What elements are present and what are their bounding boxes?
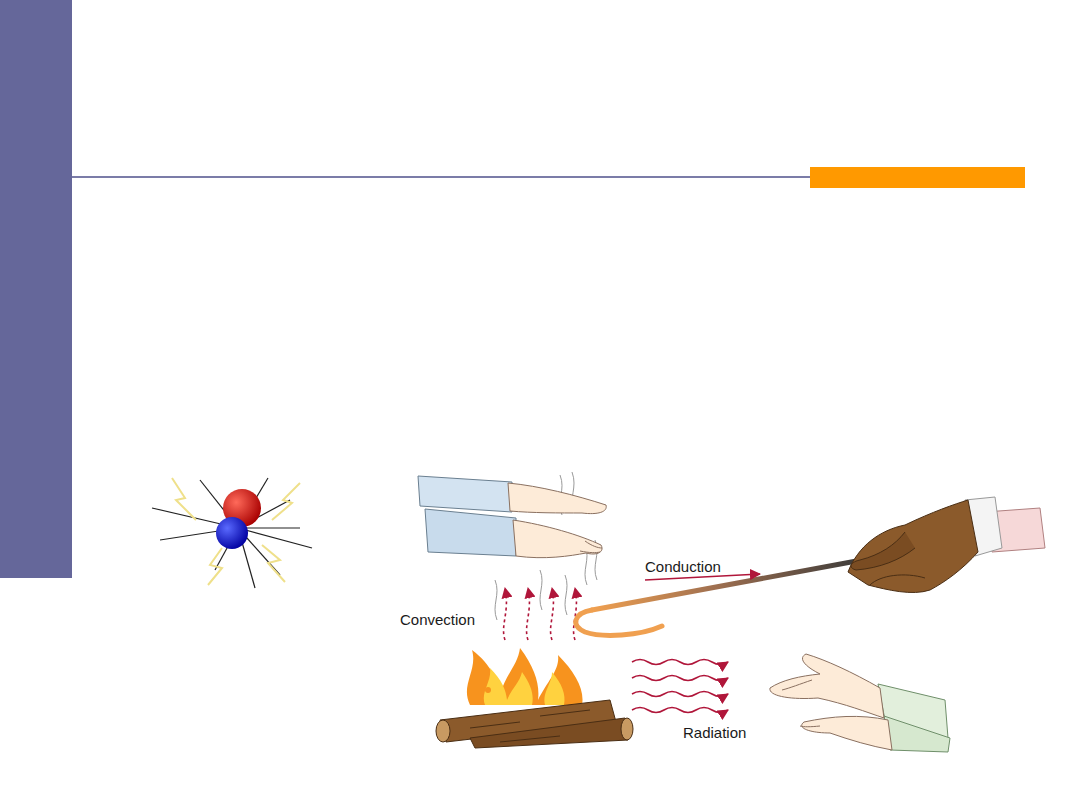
label-holder: Convection [400, 611, 475, 629]
label-holder: Radiation [683, 724, 746, 742]
process-label: Convection [400, 611, 475, 629]
campfire [436, 648, 633, 748]
process-label: Conduction [645, 558, 721, 576]
label-holder: Conduction [645, 558, 721, 576]
side-bar [0, 0, 72, 578]
accent-bar [810, 167, 1025, 188]
collision-icon [152, 478, 312, 588]
radiation-arrows [632, 660, 728, 713]
warming-hands [770, 654, 950, 752]
convection-arrows [504, 588, 577, 640]
process-label: Radiation [683, 724, 746, 742]
gloved-hand [848, 497, 1045, 593]
hands-over-fire [418, 476, 606, 558]
